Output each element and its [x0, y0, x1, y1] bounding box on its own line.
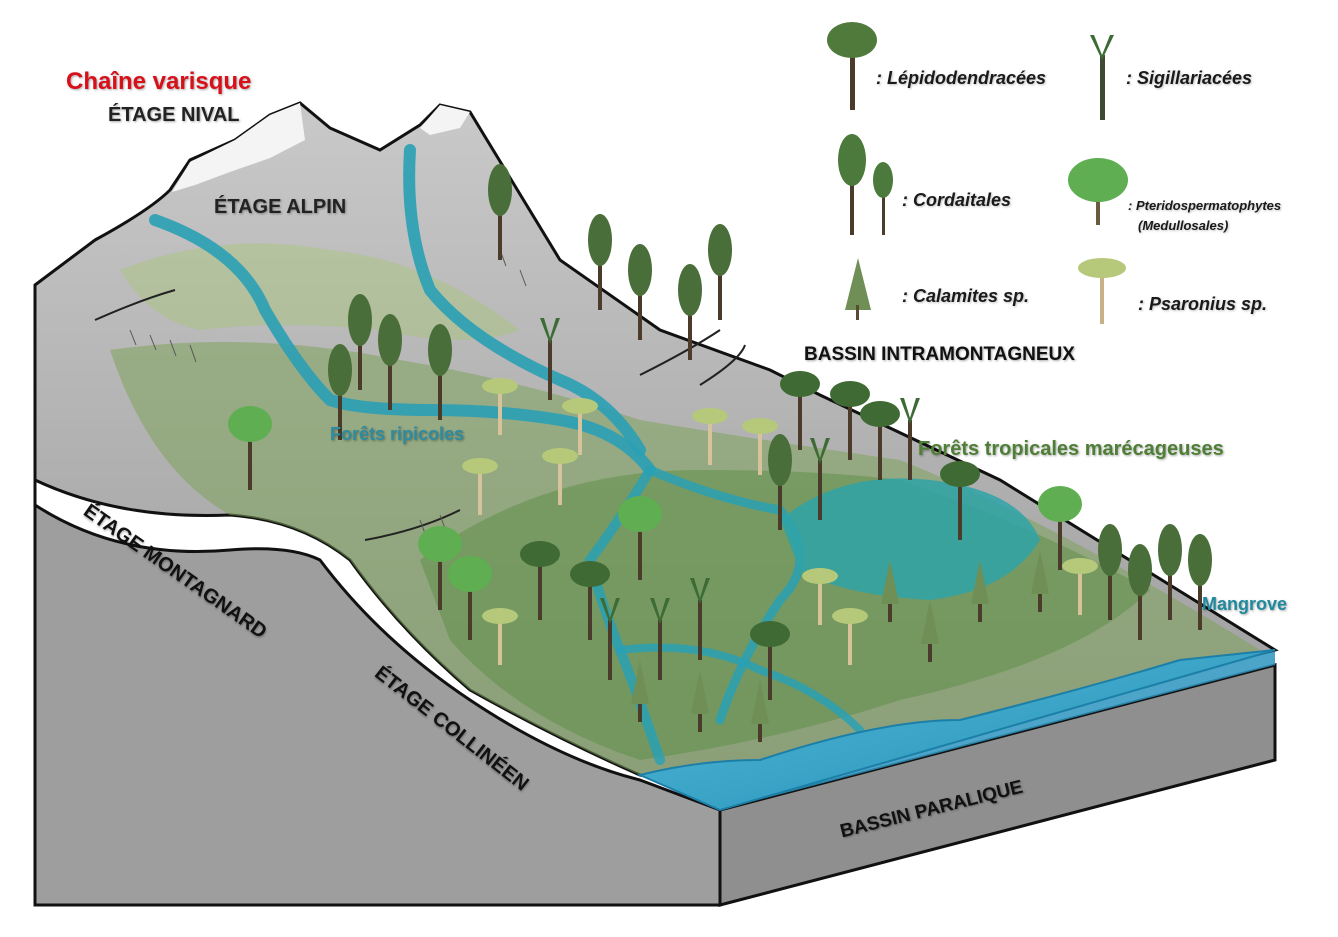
cordaitales-icon — [838, 134, 893, 235]
tree-palm-24 — [542, 448, 578, 505]
tree-lepido-17 — [860, 401, 900, 480]
calamites-icon — [845, 258, 871, 320]
tree-conifer-4 — [488, 164, 512, 260]
tree-palm-12 — [562, 398, 598, 455]
forest-label-tropicales: Forêts tropicales marécageuses — [918, 438, 1224, 460]
tree-calam-39 — [751, 680, 769, 742]
legend-label-lepidodendracees: : Lépidodendracées — [876, 68, 1047, 88]
forest-label-mangrove: Mangrove — [1202, 594, 1288, 614]
tree-conifer-3 — [708, 224, 732, 320]
legend-label-calamites: : Calamites sp. — [902, 286, 1030, 306]
snow-cap-right — [420, 105, 470, 135]
tree-conifer-6 — [378, 314, 402, 410]
tree-lepido-18 — [940, 461, 980, 540]
block-front-left-face — [33, 285, 722, 907]
tree-palm-14 — [742, 418, 778, 475]
tree-palm-32 — [832, 608, 868, 665]
legend-label-pteridospermatophytes: : Pteridospermatophytes — [1128, 198, 1282, 213]
tree-palm-41 — [1062, 558, 1098, 615]
tree-conifer-43 — [1128, 544, 1152, 640]
river-braid-3 — [616, 643, 864, 734]
alpine-meadow-zone — [120, 243, 520, 340]
forest-label-ripicoles: Forêts ripicoles — [330, 424, 465, 444]
tree-conifer-45 — [1188, 534, 1212, 630]
tree-lepido-30 — [750, 621, 790, 700]
tree-fern-22 — [418, 526, 462, 610]
river-right — [403, 144, 646, 456]
sigillaria-icon — [1090, 35, 1114, 120]
lepidodendron-icon — [827, 22, 877, 110]
tree-palm-13 — [692, 408, 728, 465]
tree-calam-36 — [1031, 550, 1049, 612]
tree-sigil-20 — [900, 398, 920, 480]
tree-conifer-2 — [678, 264, 702, 360]
tree-calam-37 — [631, 660, 649, 722]
legend-label-sigillariacees: : Sigillariacées — [1126, 68, 1253, 88]
tree-fern-47 — [448, 556, 492, 640]
tree-sigil-27 — [600, 598, 620, 680]
zone-label-nival: ÉTAGE NIVAL — [108, 104, 240, 126]
tree-conifer-44 — [1158, 524, 1182, 620]
tree-fern-40 — [1038, 486, 1082, 570]
diagram-title: Chaîne varisque — [66, 68, 252, 95]
legend-label-cordaitales: : Cordaitales — [902, 190, 1012, 210]
tree-conifer-1 — [628, 244, 652, 340]
tree-lepido-25 — [520, 541, 560, 620]
tree-palm-23 — [462, 458, 498, 515]
intramontane-lake — [780, 478, 1040, 600]
tree-sigil-28 — [650, 598, 670, 680]
tree-conifer-5 — [348, 294, 372, 390]
tree-conifer-8 — [328, 344, 352, 440]
tree-lepido-16 — [830, 381, 870, 460]
tree-sigil-9 — [540, 318, 560, 400]
medullosales-icon — [1068, 158, 1128, 225]
zone-label-alpin: ÉTAGE ALPIN — [214, 196, 347, 218]
sea-surface — [636, 649, 1276, 812]
tree-palm-11 — [482, 378, 518, 435]
forest-trees — [228, 164, 1212, 742]
tree-conifer-42 — [1098, 524, 1122, 620]
snow-cap-left — [172, 103, 305, 192]
legend-sublabel-medullosales: (Medullosales) — [1138, 218, 1229, 233]
tree-sigil-19 — [810, 438, 830, 520]
tree-conifer-0 — [588, 214, 612, 310]
river-left — [149, 214, 656, 476]
tree-calam-33 — [881, 560, 899, 622]
tree-calam-34 — [921, 600, 939, 662]
tree-fern-48 — [618, 496, 662, 580]
tree-calam-38 — [691, 670, 709, 732]
tree-conifer-7 — [428, 324, 452, 420]
zone-label-intramontagneux: BASSIN INTRAMONTAGNEUX — [804, 344, 1075, 365]
tree-sigil-29 — [690, 578, 710, 660]
slope-hatching — [94, 289, 746, 541]
tree-lepido-26 — [570, 561, 610, 640]
tree-conifer-21 — [768, 434, 792, 530]
psaronius-icon — [1078, 258, 1126, 324]
tree-fern-10 — [228, 406, 272, 490]
tree-palm-31 — [802, 568, 838, 625]
tree-lepido-15 — [780, 371, 820, 450]
tree-palm-46 — [482, 608, 518, 665]
tree-calam-35 — [971, 560, 989, 622]
legend-label-psaronius: : Psaronius sp. — [1138, 294, 1268, 314]
